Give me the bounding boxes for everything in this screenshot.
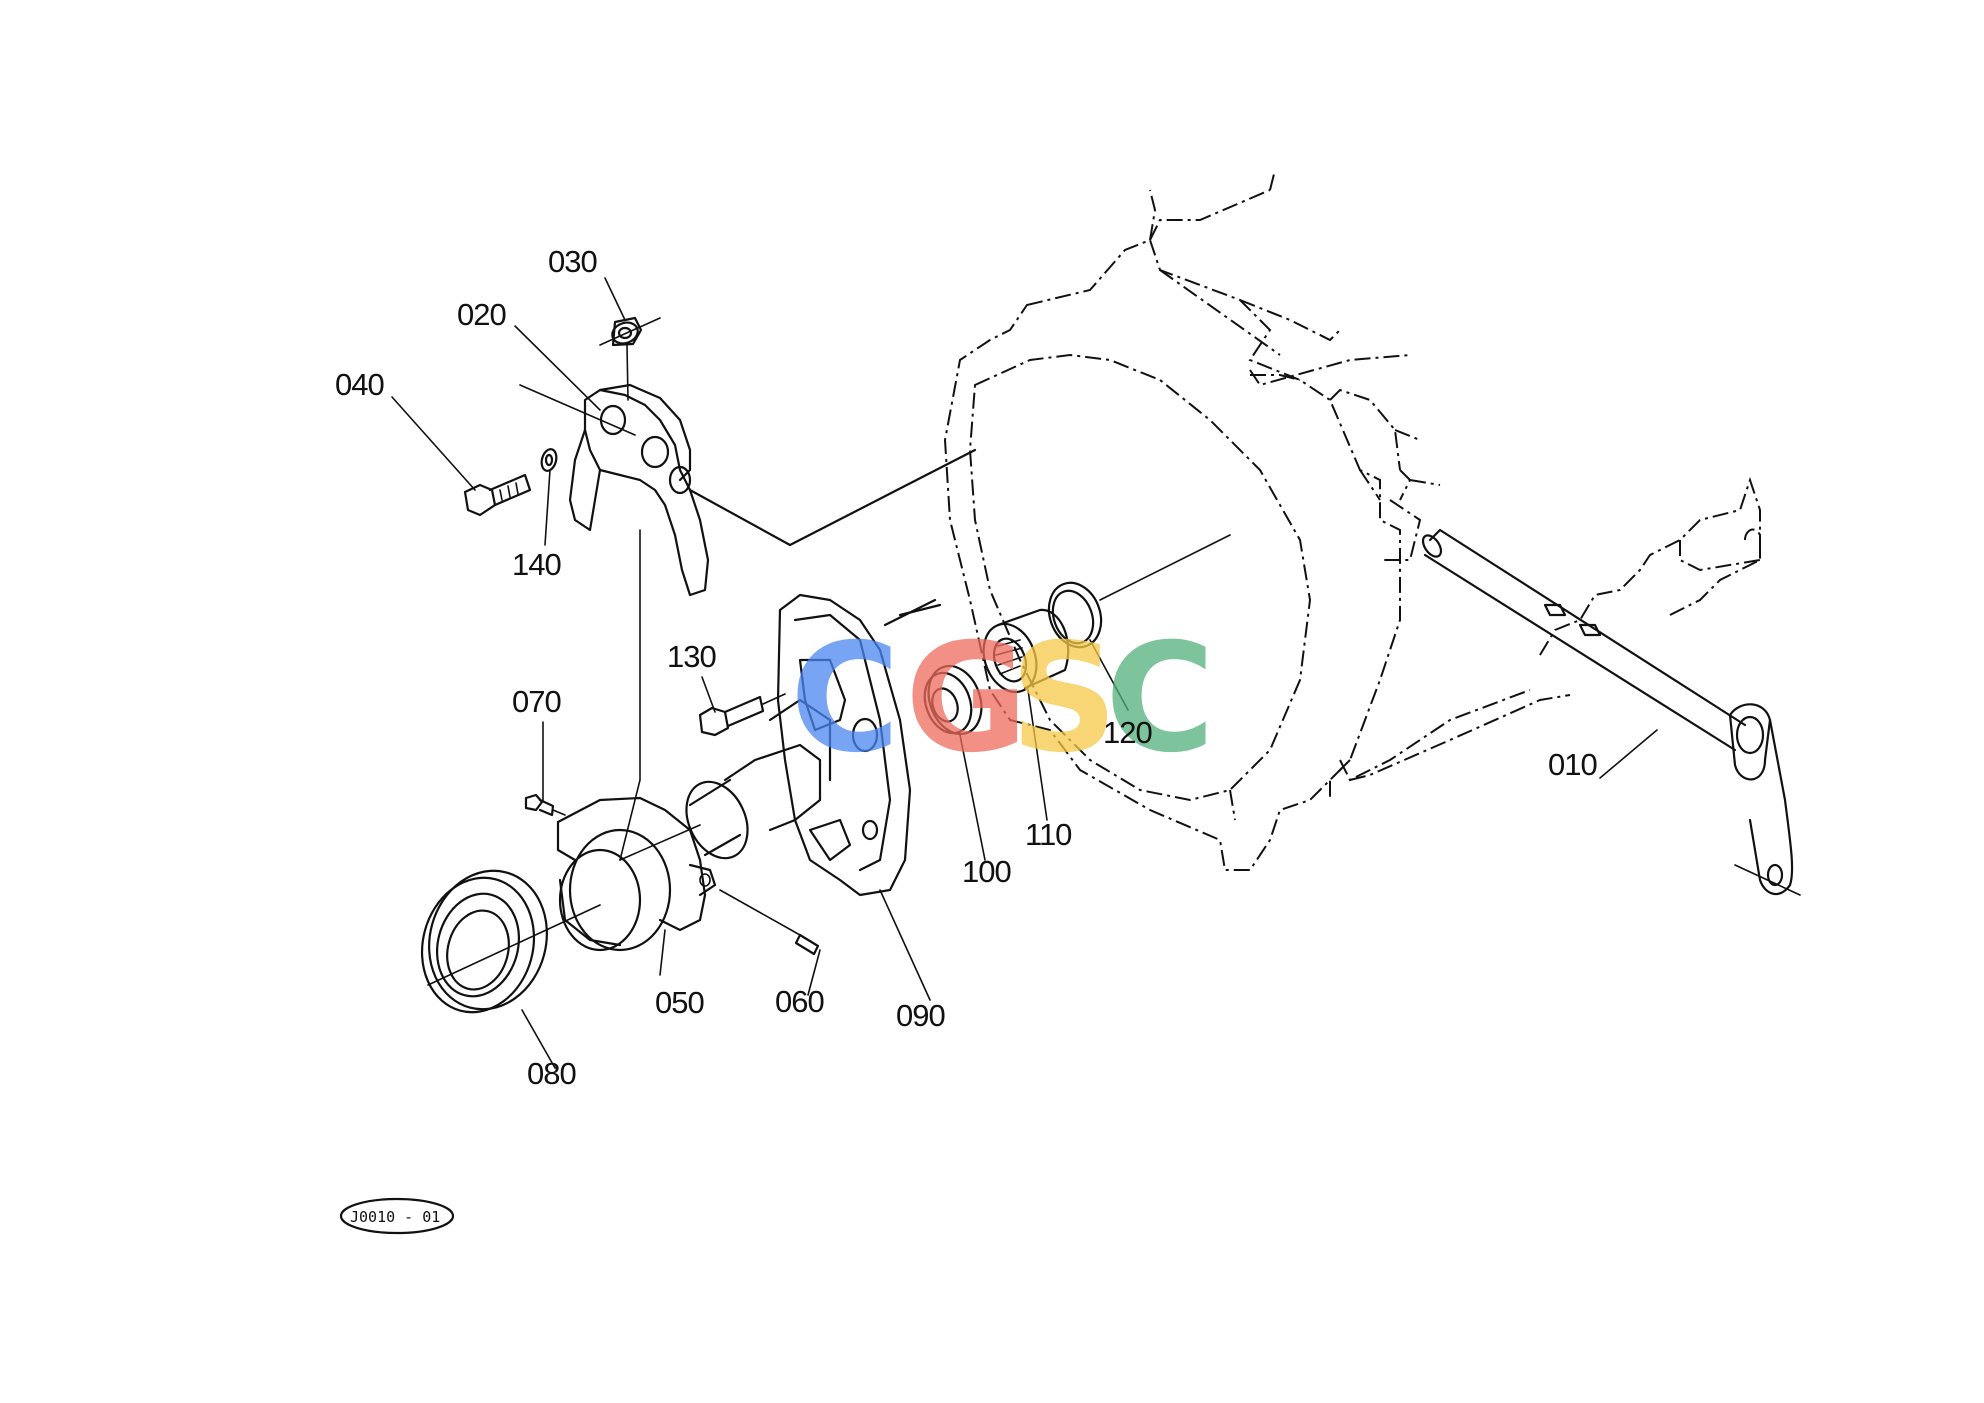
label-010: 010 — [1548, 747, 1597, 782]
clutch-housing — [943, 169, 1761, 871]
label-030: 030 — [548, 244, 597, 279]
label-120: 120 — [1103, 715, 1152, 750]
watermark-logo: C G S C — [790, 612, 1215, 786]
part-140-washer — [540, 448, 558, 472]
part-010-release-shaft — [1421, 528, 1801, 896]
label-060: 060 — [775, 984, 824, 1019]
watermark-letter-s: S — [1010, 612, 1118, 786]
part-060-pin — [719, 889, 820, 956]
label-110: 110 — [1025, 817, 1072, 852]
label-100: 100 — [962, 854, 1011, 889]
part-050-release-hub — [556, 529, 717, 952]
part-labels: 010 020 030 040 050 060 070 080 090 100 … — [335, 244, 1598, 1091]
part-120-snap-ring — [1047, 534, 1231, 649]
label-050: 050 — [655, 985, 704, 1020]
watermark-letter-c1: C — [790, 612, 900, 786]
label-090: 090 — [896, 998, 945, 1033]
label-080: 080 — [527, 1056, 576, 1091]
part-110-needle-bearing — [982, 608, 1070, 694]
leader-lines — [391, 277, 1658, 1069]
label-040: 040 — [335, 367, 384, 402]
watermark-letter-c2: C — [1105, 612, 1215, 786]
label-140: 140 — [512, 547, 561, 582]
part-040-bolt — [463, 473, 532, 517]
part-100-oil-seal — [923, 664, 983, 736]
part-020-release-fork — [519, 383, 977, 597]
part-130-bolt — [698, 693, 786, 737]
label-020: 020 — [457, 297, 506, 332]
watermark-letter-g: G — [905, 612, 1028, 786]
part-070-grease-nipple — [524, 793, 566, 817]
label-130: 130 — [667, 639, 716, 674]
part-030-nut — [599, 316, 661, 401]
reference-code-text: J0010 - 01 — [350, 1208, 440, 1226]
label-070: 070 — [512, 684, 561, 719]
part-080-release-bearing — [420, 869, 601, 1014]
part-090-bearing-holder — [619, 593, 942, 897]
reference-code-badge: J0010 - 01 — [339, 1197, 455, 1235]
